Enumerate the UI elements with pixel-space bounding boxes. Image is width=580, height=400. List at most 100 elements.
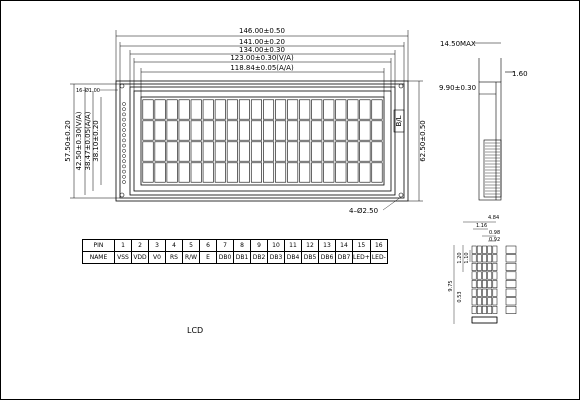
dot-cell <box>487 280 493 289</box>
dim-pin-holes: 16–Ø1.00 <box>76 87 100 94</box>
character-cell <box>154 99 166 120</box>
character-cell <box>323 141 335 162</box>
character-cell <box>226 99 238 120</box>
character-cell <box>287 120 299 141</box>
dim-width-outer: 146.00±0.50 <box>239 27 285 35</box>
next-char-dot <box>505 297 517 306</box>
side-view-hatch <box>485 142 500 195</box>
character-cell <box>262 141 275 162</box>
dot-cell <box>487 297 493 306</box>
character-cell <box>214 99 226 120</box>
dot-cell <box>487 271 493 280</box>
dot-cell <box>487 288 493 297</box>
next-char-dot <box>505 280 517 289</box>
front-view <box>115 80 409 202</box>
pin-number: 12 <box>301 239 319 252</box>
character-cell <box>371 99 383 120</box>
character-cell <box>347 120 359 141</box>
pin-number: 9 <box>250 239 268 252</box>
pin-name: DB5 <box>301 251 319 264</box>
character-cell <box>214 120 226 141</box>
dim-char-width: 4.84 <box>488 215 499 221</box>
pin-header: PIN <box>82 239 115 252</box>
dot-cell <box>492 288 498 297</box>
dim-height-va: 38.47±0.05(A/A) <box>84 111 92 170</box>
next-char-dot <box>505 288 517 297</box>
dot-cell <box>476 280 482 289</box>
pin-hole <box>122 112 126 117</box>
dot-cell <box>492 262 498 271</box>
dot-cell <box>492 271 498 280</box>
pin-name: DB3 <box>267 251 285 264</box>
dot-cell <box>476 297 482 306</box>
horizontal-dimension-lines <box>115 30 409 97</box>
dim-dot-pitch-y: 1.20 <box>457 252 463 263</box>
pin-number: 8 <box>233 239 251 252</box>
dot-cell <box>476 245 482 254</box>
dot-cell <box>471 288 477 297</box>
dot-cell <box>476 254 482 263</box>
character-cell <box>190 99 202 120</box>
pin-hole <box>122 138 126 143</box>
pin-number-row: PIN 1 2 3 4 5 6 7 8 9 10 11 12 13 14 15 … <box>82 239 388 252</box>
dot-cell <box>482 271 487 280</box>
module-outline <box>115 80 409 202</box>
character-cell <box>190 141 202 162</box>
dim-thickness-module: 9.90±0.30 <box>439 84 476 92</box>
character-cell <box>166 141 178 162</box>
pcb-outline <box>119 83 405 199</box>
dot-cell <box>487 305 493 314</box>
character-cell <box>287 162 299 183</box>
name-header: NAME <box>82 251 115 264</box>
character-cell <box>250 120 262 141</box>
dot-cell <box>471 254 477 263</box>
dot-cell <box>471 262 477 271</box>
dot-cell <box>476 262 482 271</box>
next-char-dot <box>505 271 517 280</box>
pin-number: 15 <box>352 239 371 252</box>
dot-cell <box>487 245 493 254</box>
character-cell <box>359 162 371 183</box>
pin-hole <box>122 164 126 169</box>
pin-number: 16 <box>369 239 388 252</box>
character-cell <box>359 141 371 162</box>
pin-number: 5 <box>182 239 200 252</box>
dot-cell <box>476 271 482 280</box>
character-cell <box>202 141 214 162</box>
pin-number: 2 <box>131 239 149 252</box>
pin-number: 4 <box>165 239 183 252</box>
character-cell <box>250 99 262 120</box>
pin-name: DB1 <box>233 251 251 264</box>
pin-hole <box>122 102 126 106</box>
character-cell <box>335 162 347 183</box>
dim-thickness-max: 14.50MAX <box>440 40 476 48</box>
cursor-line <box>471 316 498 324</box>
dot-cell <box>482 305 487 314</box>
character-cell <box>323 162 335 183</box>
character-cell <box>299 120 311 141</box>
character-cell <box>202 162 214 183</box>
character-cell <box>299 141 311 162</box>
backlight-tab <box>393 109 405 133</box>
character-cell <box>178 141 190 162</box>
character-cell <box>299 99 311 120</box>
character-cell <box>250 162 262 183</box>
pin-name: DB0 <box>216 251 234 264</box>
dim-thickness-pcb: 1.60 <box>512 70 528 78</box>
dim-char-height: 9.75 <box>448 280 454 291</box>
character-cell <box>226 120 238 141</box>
side-view <box>474 42 515 201</box>
character-cell <box>287 99 299 120</box>
character-cell <box>154 162 166 183</box>
character-cell <box>347 141 359 162</box>
pin-name: RS <box>165 251 183 264</box>
pin-number: 1 <box>114 239 132 252</box>
pin-name: V0 <box>148 251 166 264</box>
character-cell <box>202 99 214 120</box>
character-cell <box>335 141 347 162</box>
pin-name: DB2 <box>250 251 268 264</box>
character-cell <box>262 162 275 183</box>
dim-char-gap: 0.98 <box>489 230 500 236</box>
character-cell <box>238 99 250 120</box>
character-cell <box>178 120 190 141</box>
